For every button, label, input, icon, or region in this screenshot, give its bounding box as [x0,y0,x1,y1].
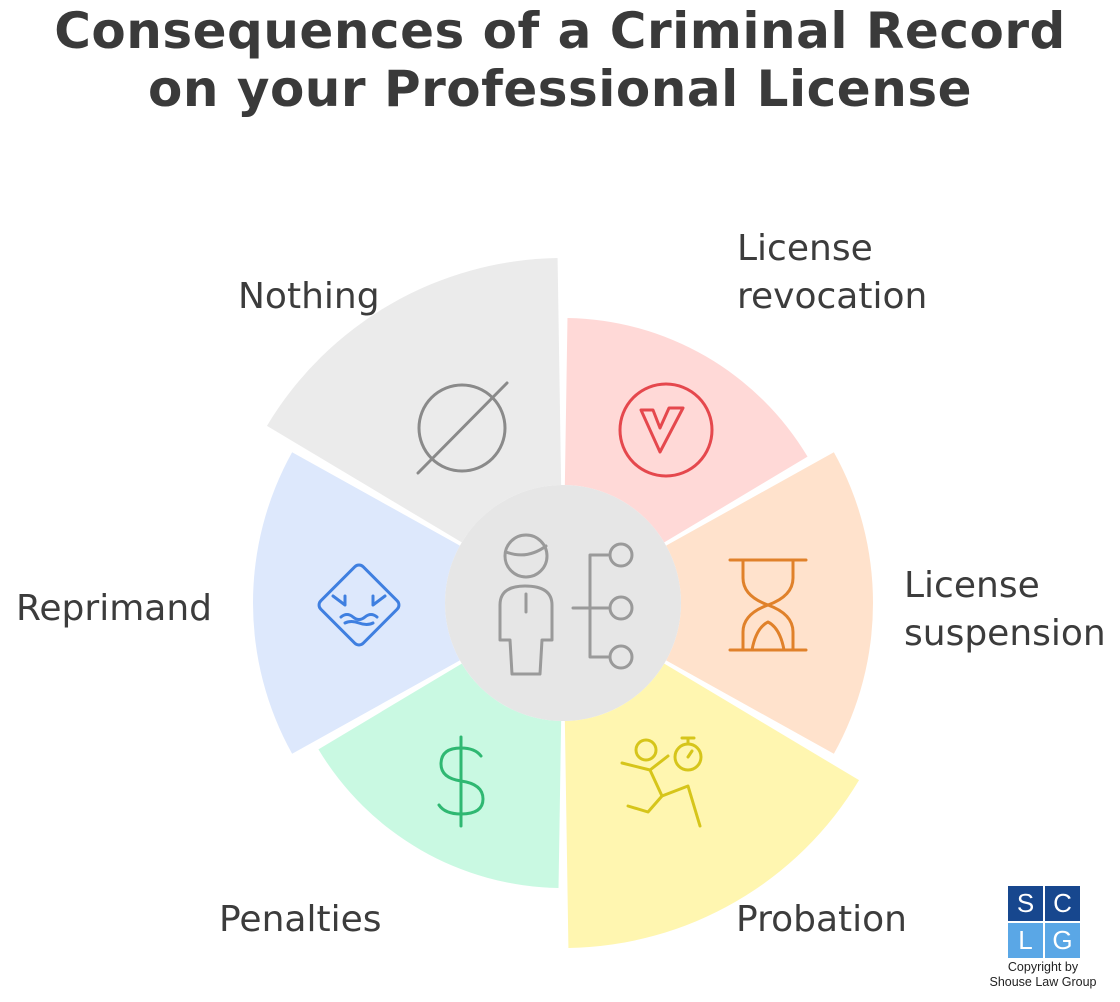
page-title: Consequences of a Criminal Record on you… [0,2,1120,118]
logo-caption-line-2: Shouse Law Group [989,975,1097,989]
shouse-law-group-logo: S C L G Copyright by Shouse Law Group [989,886,1097,990]
label-reprimand: Reprimand [16,585,212,633]
label-license-suspension-line-1: License [904,565,1040,606]
label-penalties-line-1: Penalties [219,899,382,940]
segment-reprimand [252,452,460,754]
segment-nothing [266,258,562,543]
title-line-2: on your Professional License [148,60,972,118]
person-network-icon [498,533,634,676]
reprimand-face-icon [317,563,401,647]
logo-letter-s: S [1008,886,1043,921]
wheel-center [445,485,681,721]
label-reprimand-line-1: Reprimand [16,588,212,629]
segment-penalties [318,663,562,888]
label-nothing: Nothing [238,273,380,321]
logo-grid: S C L G [1008,886,1080,958]
title-line-1: Consequences of a Criminal Record [54,2,1066,60]
label-license-suspension: License suspension [904,562,1106,658]
segment-icons [317,381,808,828]
label-license-revocation: License revocation [737,225,927,321]
logo-letter-c: C [1045,886,1080,921]
label-penalties: Penalties [219,896,381,944]
center-hub [445,485,681,721]
segment-license-revocation [564,318,808,543]
logo-letter-g: G [1045,923,1080,958]
segment-probation [564,663,860,948]
empty-set-icon [416,381,509,475]
running-stopwatch-icon [620,736,703,828]
label-license-revocation-line-1: License [737,228,873,269]
logo-caption: Copyright by Shouse Law Group [988,960,1098,990]
logo-caption-line-1: Copyright by [1007,960,1079,974]
dollar-icon [437,735,485,828]
label-license-revocation-line-2: revocation [737,276,928,317]
label-license-suspension-line-2: suspension [904,613,1106,654]
wheel-segments [252,258,873,948]
logo-letter-l: L [1008,923,1043,958]
revocation-icon [618,382,714,478]
hourglass-icon [728,558,808,652]
label-nothing-line-1: Nothing [238,276,380,317]
label-probation: Probation [736,896,907,944]
label-probation-line-1: Probation [736,899,907,940]
